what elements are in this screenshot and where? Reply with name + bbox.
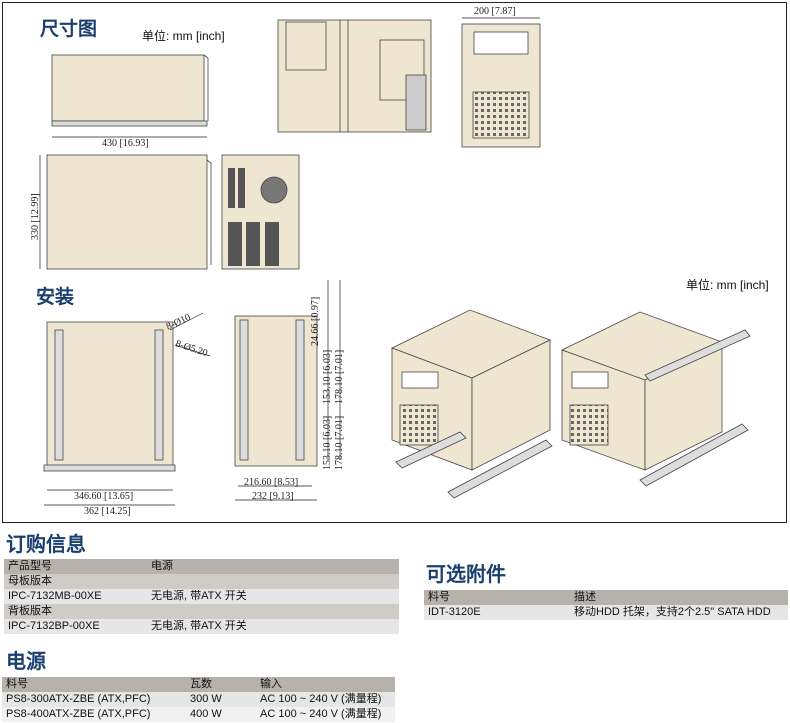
ordering-title: 订购信息 — [6, 532, 86, 556]
ordering-group-label: 母板版本 — [4, 574, 399, 589]
accessory-part: IDT-3120E — [424, 605, 570, 620]
power-header-part: 料号 — [2, 677, 186, 692]
accessories-table: 料号 描述 IDT-3120E 移动HDD 托架，支持2个2.5" SATA H… — [424, 590, 788, 620]
dim-hole-a: 8-Ø10 — [165, 312, 193, 333]
drawing-frame — [2, 2, 787, 523]
power-table: 料号 瓦数 输入 PS8-300ATX-ZBE (ATX,PFC) 300 W … — [2, 677, 395, 722]
dimensions-title: 尺寸图 — [40, 18, 98, 40]
dim-hole-b: 8-Ø5.20 — [174, 338, 209, 359]
ordering-power: 无电源, 带ATX 开关 — [147, 619, 399, 634]
power-header-input: 输入 — [256, 677, 395, 692]
power-input: AC 100 ~ 240 V (满量程) — [256, 707, 395, 722]
dim-v-153a: 153.10 [6.03] — [322, 350, 333, 404]
front-panel-view — [461, 23, 541, 148]
install-title: 安装 — [36, 286, 75, 308]
rear-panel-view — [221, 154, 300, 270]
chassis-isometric-1 — [390, 309, 553, 499]
power-watt: 300 W — [186, 692, 256, 707]
ordering-header-model: 产品型号 — [4, 559, 147, 574]
accessories-header-part: 料号 — [424, 590, 570, 605]
dim-install-w2: 362 [14.25] — [84, 506, 131, 517]
dim-top-width: 200 [7.87] — [474, 6, 516, 17]
power-input: AC 100 ~ 240 V (满量程) — [256, 692, 395, 707]
side-view-330 — [46, 154, 212, 270]
side-view-top — [51, 54, 209, 127]
dim-side-length: 430 [16.93] — [102, 138, 149, 149]
dim-side-height: 330 [12.99] — [30, 193, 41, 240]
dim-install-w3: 216.60 [8.53] — [244, 477, 298, 488]
front-interior-view — [277, 19, 432, 133]
ordering-table: 产品型号 电源 母板版本 IPC-7132MB-00XE 无电源, 带ATX 开… — [4, 559, 399, 634]
power-part: PS8-300ATX-ZBE (ATX,PFC) — [2, 692, 186, 707]
unit-label-install: 单位: mm [inch] — [686, 278, 769, 292]
dim-install-w4: 232 [9.13] — [252, 491, 294, 502]
install-view-1 — [43, 321, 176, 472]
technical-drawing: 430 [16.93] 200 [7.87] 330 [12.99] 346.6… — [30, 6, 751, 517]
accessories-header-desc: 描述 — [570, 590, 788, 605]
accessories-title: 可选附件 — [426, 562, 506, 586]
dim-v-153b: 153.10 [6.03] — [322, 416, 333, 470]
power-part: PS8-400ATX-ZBE (ATX,PFC) — [2, 707, 186, 722]
dim-v-24: 24.66 [0.97] — [310, 297, 321, 346]
install-view-2 — [234, 315, 318, 467]
dim-install-w1: 346.60 [13.65] — [74, 491, 133, 502]
power-watt: 400 W — [186, 707, 256, 722]
power-title: 电源 — [6, 649, 46, 673]
ordering-model: IPC-7132BP-00XE — [4, 619, 147, 634]
power-header-watt: 瓦数 — [186, 677, 256, 692]
ordering-power: 无电源, 带ATX 开关 — [147, 589, 399, 604]
dim-v-178a: 178.10 [7.01] — [334, 350, 345, 404]
unit-label-top: 单位: mm [inch] — [142, 29, 225, 43]
ordering-header-power: 电源 — [147, 559, 399, 574]
ordering-model: IPC-7132MB-00XE — [4, 589, 147, 604]
chassis-isometric-2 — [560, 311, 751, 487]
accessory-desc: 移动HDD 托架，支持2个2.5" SATA HDD — [570, 605, 788, 620]
ordering-group-label: 背板版本 — [4, 604, 399, 619]
dim-v-178b: 178.10 [7.01] — [334, 416, 345, 470]
